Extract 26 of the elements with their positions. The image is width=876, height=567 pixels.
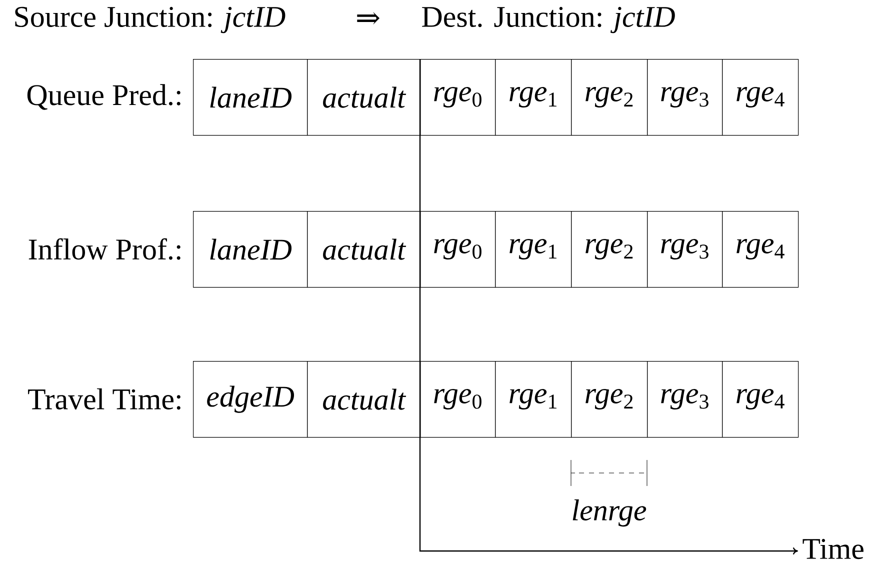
heading-text: Source Junction: jctID — [15, 6, 286, 34]
axis-label: Time — [802, 538, 864, 560]
table-cell: rge$_{4}$ — [722, 361, 799, 438]
table-cell: rge$_{2}$ — [571, 211, 648, 288]
table-cell: rge$_{0}$ — [420, 211, 496, 288]
table-cell: edgeID — [193, 361, 308, 438]
arrow-symbol: ⇒ — [357, 12, 380, 24]
table-cell: actualt — [307, 211, 421, 288]
table-cell: rge$_{3}$ — [647, 361, 723, 438]
dimension-label: lenrge — [572, 499, 646, 527]
table-cell: rge$_{1}$ — [495, 361, 572, 438]
table-cell: rge$_{1}$ — [495, 211, 572, 288]
table-cell: rge$_{0}$ — [420, 59, 496, 136]
table-cell: rge$_{3}$ — [647, 59, 723, 136]
table-cell: rge$_{2}$ — [571, 59, 648, 136]
table-cell: laneID — [193, 59, 308, 136]
table-cell: rge$_{3}$ — [647, 211, 723, 288]
heading-text: Dest. Junction: jctID — [422, 6, 675, 34]
table-cell: rge$_{4}$ — [722, 211, 799, 288]
table-cell: actualt — [307, 59, 421, 136]
table-cell: laneID — [193, 211, 308, 288]
table-cell: actualt — [307, 361, 421, 438]
table-cell: rge$_{1}$ — [495, 59, 572, 136]
table-cell: rge$_{0}$ — [420, 361, 496, 438]
table-cell: rge$_{4}$ — [722, 59, 799, 136]
table-cell: rge$_{2}$ — [571, 361, 648, 438]
